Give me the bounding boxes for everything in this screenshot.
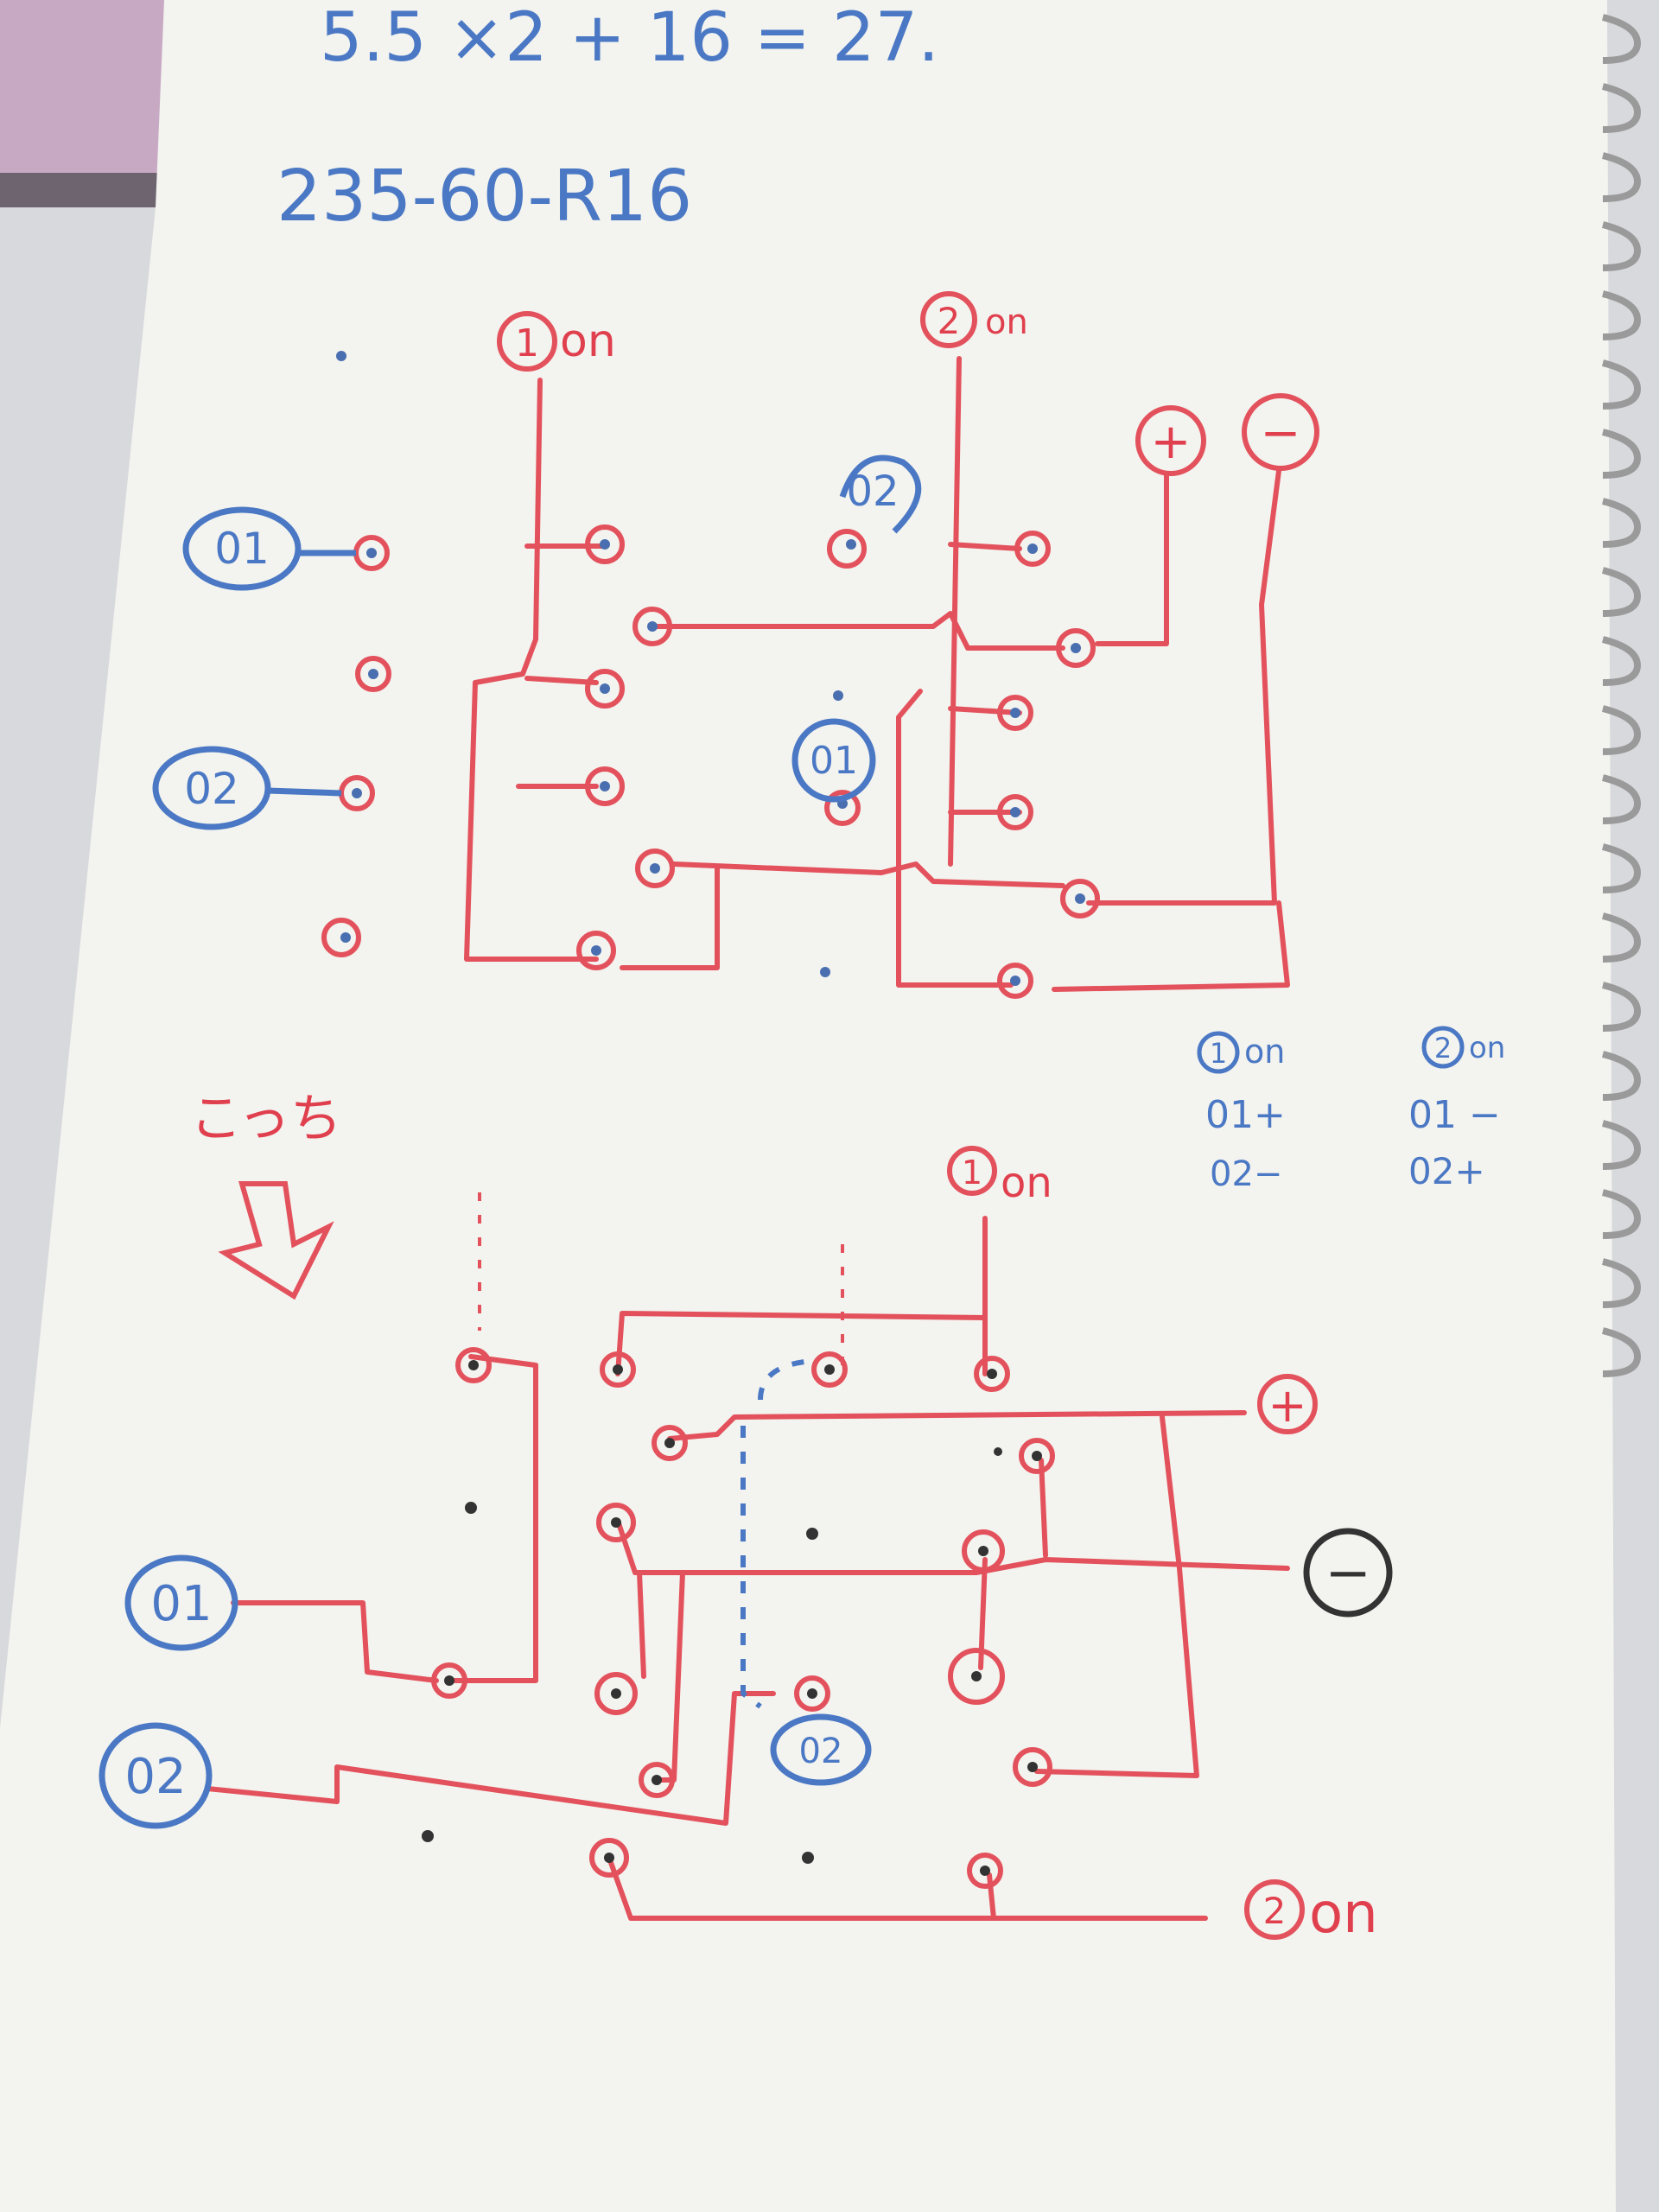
legend-col1-head: on	[1244, 1033, 1285, 1071]
bottom-o2-mid-label: 02	[799, 1732, 843, 1771]
top-sw2-number: 2	[938, 300, 961, 342]
bottom-sw1-on: on	[1001, 1159, 1052, 1207]
bottom-o2-label: 02	[124, 1749, 186, 1805]
top-minus-label: −	[1261, 405, 1301, 461]
dashed-path	[741, 1358, 813, 1709]
legend-col1-number: 1	[1210, 1037, 1227, 1070]
legend-col2-head: on	[1469, 1031, 1505, 1065]
bottom-o2-circle	[99, 1722, 213, 1829]
top-sw1-on: on	[560, 315, 616, 367]
top-o2-label: 02	[184, 764, 239, 814]
down-arrow-icon	[218, 1181, 334, 1300]
bottom-pins	[422, 1347, 1055, 1889]
top-o1-label: 01	[214, 524, 270, 574]
bottom-o1-label: 01	[150, 1576, 212, 1632]
legend-col2-row1: 01 −	[1408, 1093, 1501, 1137]
bottom-diagram: 1 on 2 on + −	[99, 1146, 1393, 1946]
top-o1-mid-label: 01	[810, 739, 858, 783]
equation-text: 5.5 ×2 + 16 = 27.	[320, 0, 939, 77]
top-o1-circle	[182, 506, 302, 591]
bottom-sw2-on: on	[1309, 1882, 1378, 1946]
top-o1-mid-circle	[791, 718, 876, 803]
top-sw1-number: 1	[515, 321, 539, 365]
bottom-sw1-number: 1	[962, 1154, 982, 1192]
top-plus-label: +	[1151, 414, 1192, 470]
bottom-o1-circle	[124, 1554, 238, 1651]
tire-size-text: 235-60-R16	[276, 156, 692, 238]
sw1-circle	[497, 311, 557, 372]
top-o2-mid-label: 02	[846, 467, 899, 516]
legend-col1-row2: 02−	[1210, 1154, 1282, 1194]
bottom-plus-label: +	[1268, 1378, 1306, 1433]
bottom-plus-terminal	[1257, 1374, 1318, 1434]
top-plus-terminal	[1135, 405, 1206, 476]
legend-col1-row1: 01+	[1205, 1093, 1286, 1137]
top-pins	[321, 351, 1100, 999]
bottom-minus-terminal	[1303, 1528, 1393, 1618]
arrow-note-text: こっち	[190, 1089, 342, 1149]
spiral-binding	[1601, 14, 1642, 1377]
notebook-page	[0, 0, 1616, 2212]
top-sw2-on: on	[985, 302, 1028, 342]
top-minus-terminal	[1242, 393, 1319, 471]
legend-col2-row2: 02+	[1408, 1150, 1485, 1192]
legend: 1 on 2 on 01+ 02− 01 − 02+	[1197, 1026, 1505, 1194]
top-o2-circle	[152, 746, 271, 830]
bottom-minus-label: −	[1325, 1541, 1371, 1605]
legend-col2-number: 2	[1434, 1032, 1452, 1065]
bottom-sw2-number: 2	[1263, 1890, 1287, 1932]
top-diagram: 1 on 2 on + −	[152, 291, 1319, 999]
bottom-o2-mid-circle	[770, 1713, 872, 1786]
